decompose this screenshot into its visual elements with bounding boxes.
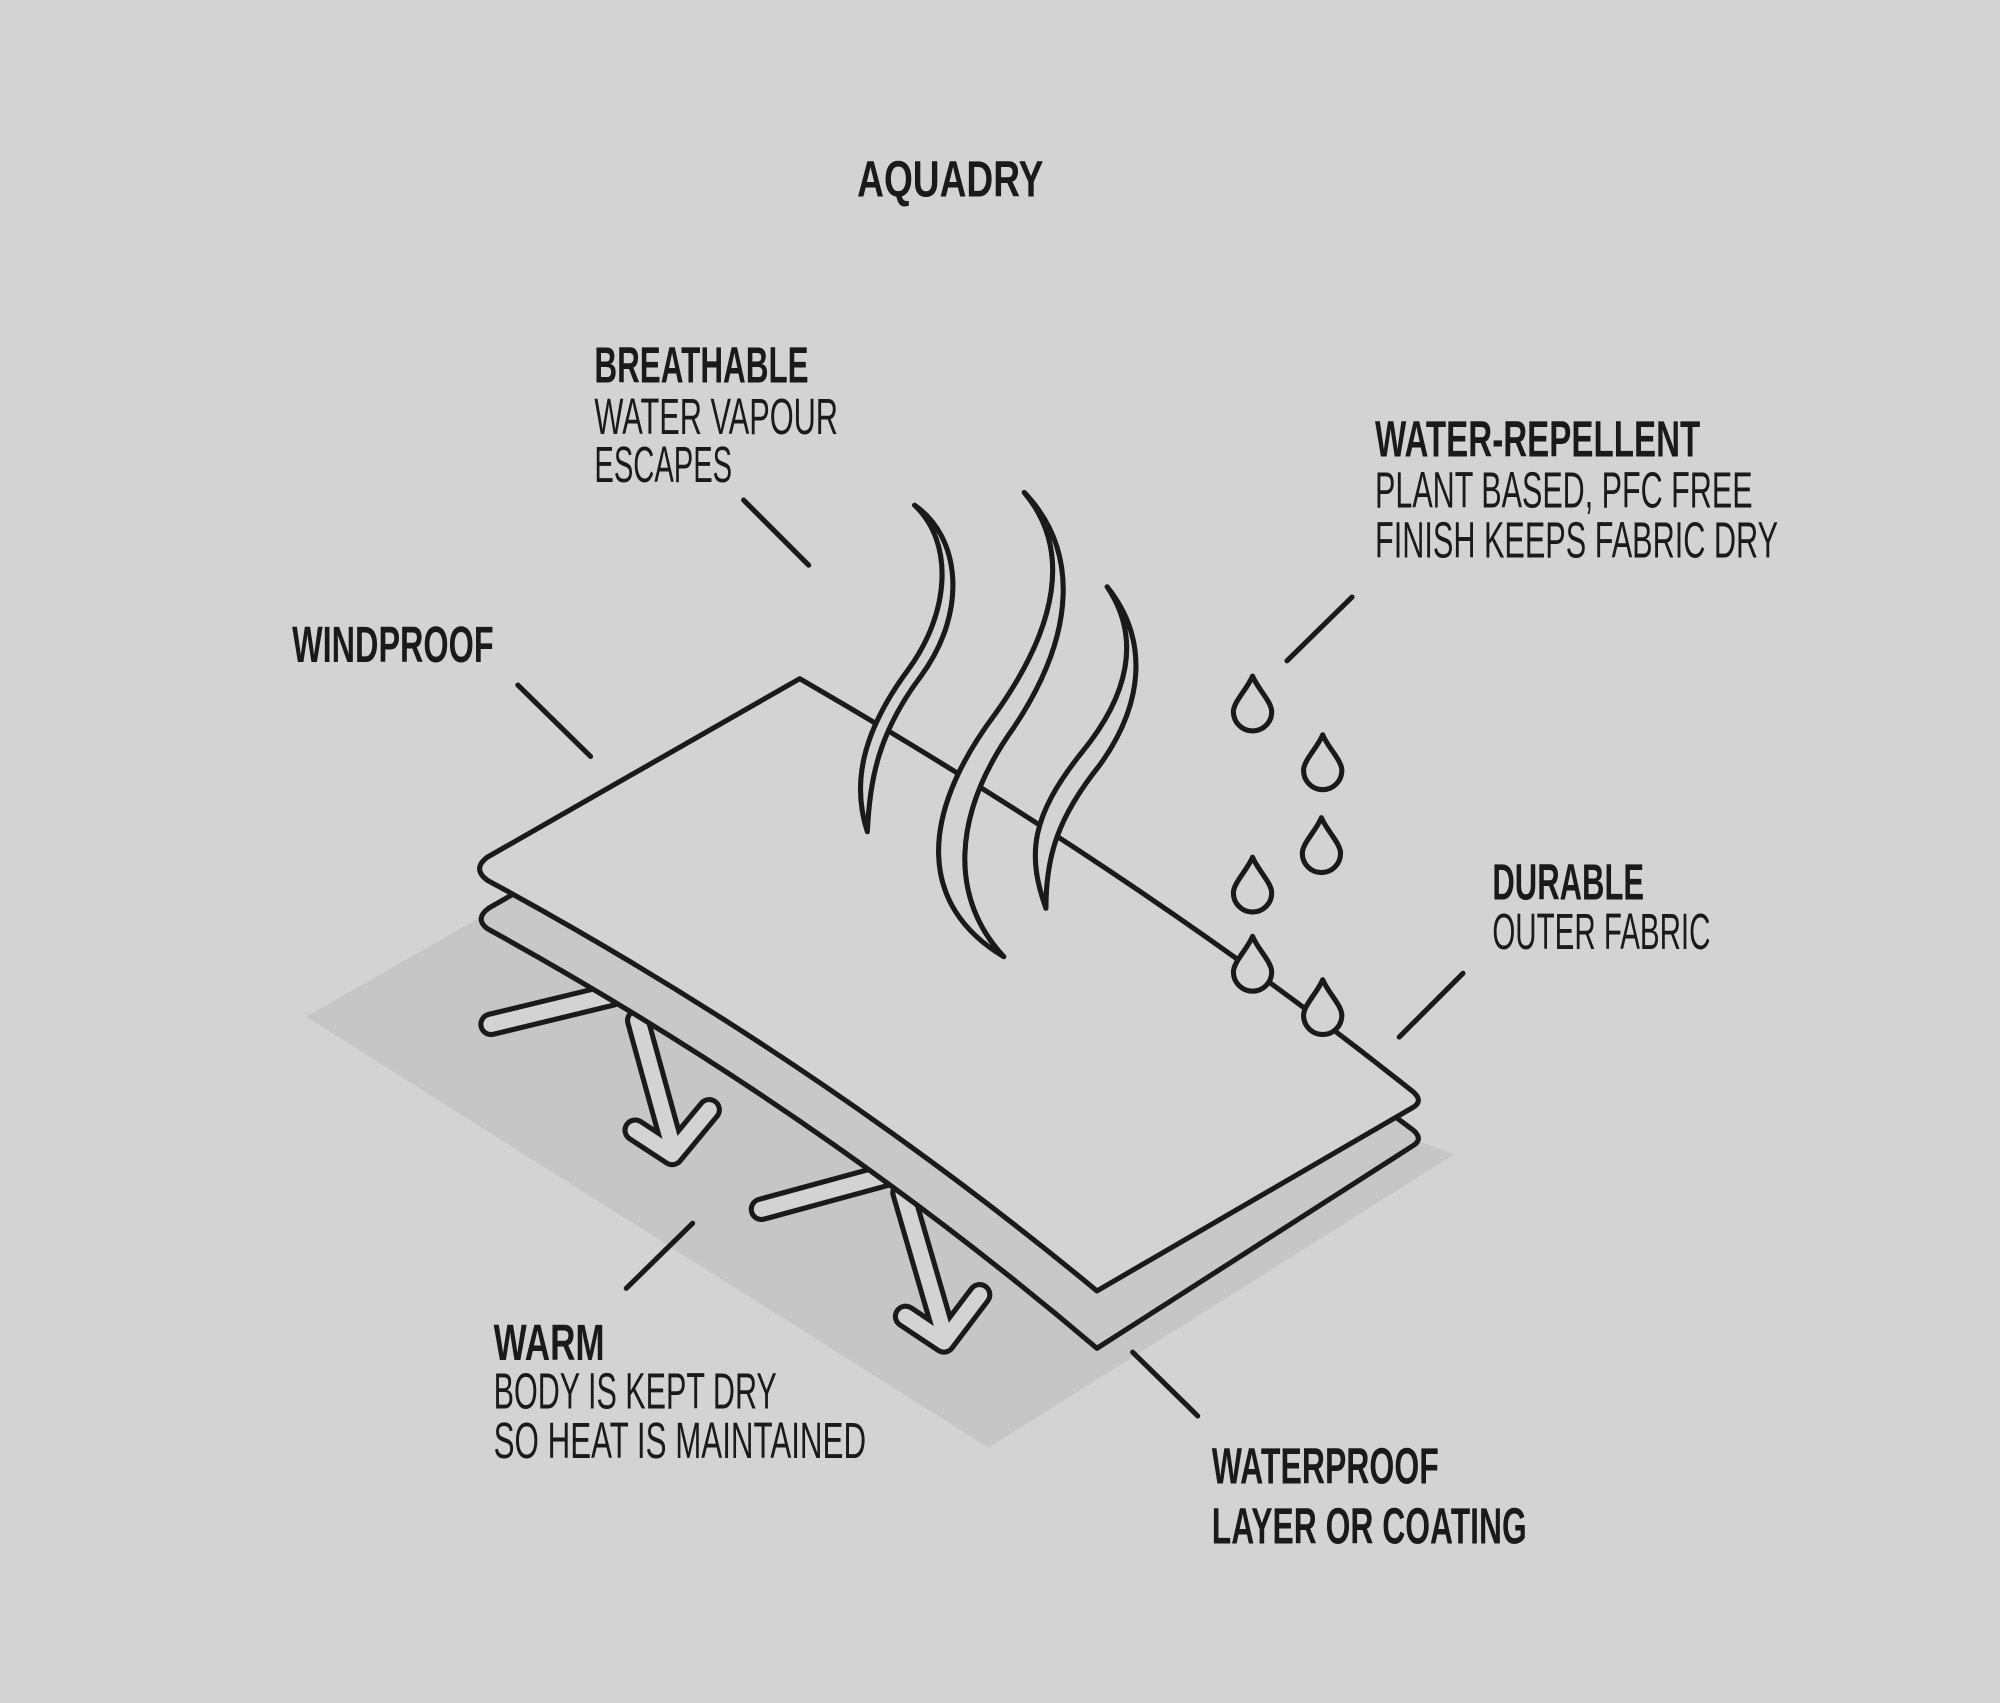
water-drop-icon (1301, 732, 1345, 793)
water-drop-icon (1230, 854, 1275, 915)
windproof-heading: WINDPROOF (292, 616, 494, 673)
warm-line1: BODY IS KEPT DRY (494, 1362, 777, 1419)
water-drop-icon (1301, 977, 1345, 1038)
warmth-arrows (478, 982, 993, 1355)
warm-heading: WARM (494, 1314, 605, 1371)
breathable-heading: BREATHABLE (594, 337, 808, 394)
water-drop-icon (1230, 933, 1275, 994)
durable-heading: DURABLE (1492, 853, 1644, 910)
water-drop-icon (1299, 815, 1344, 876)
waterproof-heading: WATERPROOF (1212, 1438, 1439, 1495)
diagram-title: AQUADRY (857, 151, 1043, 208)
durable-line1: OUTER FABRIC (1492, 903, 1710, 960)
breathable-line2: ESCAPES (594, 436, 732, 493)
water-repellent-line2: FINISH KEEPS FABRIC DRY (1375, 511, 1778, 568)
water-drop-icon (1230, 673, 1275, 734)
leader-lines (515, 497, 1466, 1419)
steam-icon (857, 489, 1139, 960)
warm-line2: SO HEAT IS MAINTAINED (494, 1412, 866, 1469)
water-repellent-line1: PLANT BASED, PFC FREE (1375, 462, 1753, 519)
water-drops (1230, 673, 1345, 1038)
waterproof-line1: LAYER OR COATING (1212, 1497, 1527, 1554)
outer-fabric-layer (477, 676, 1421, 1294)
breathable-line1: WATER VAPOUR (594, 388, 838, 445)
water-repellent-heading: WATER-REPELLENT (1375, 411, 1700, 468)
